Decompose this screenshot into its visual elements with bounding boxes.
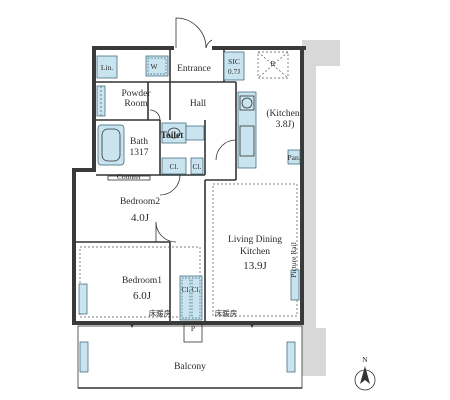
sic-label: SIC bbox=[228, 57, 240, 66]
powder-label-2: Room bbox=[124, 99, 148, 109]
hall-label: Hall bbox=[190, 99, 207, 109]
p-mark: P bbox=[191, 324, 195, 333]
right-shaft-top bbox=[302, 40, 340, 66]
ldk-floorheat-area bbox=[212, 183, 298, 317]
north-label: N bbox=[362, 355, 368, 364]
powder-door bbox=[149, 109, 161, 121]
bedroom2-size: 4.0J bbox=[131, 212, 150, 224]
balcony-area bbox=[77, 325, 303, 389]
bedroom1-window-box bbox=[78, 283, 88, 315]
ldk-label-2: Kitchen bbox=[240, 247, 270, 257]
ldk-size: 13.9J bbox=[243, 260, 267, 272]
entrance-label: Entrance bbox=[177, 64, 211, 74]
washer-space bbox=[145, 55, 169, 77]
bedroom1-closet bbox=[179, 275, 203, 321]
counter-label: Counter bbox=[117, 172, 142, 181]
pipe-box bbox=[183, 323, 203, 343]
balcony-label: Balcony bbox=[174, 362, 206, 372]
bath-size: 1317 bbox=[130, 148, 149, 158]
bedroom2-label: Bedroom2 bbox=[120, 197, 160, 207]
cl-b1-label-b: Cl. bbox=[192, 285, 201, 294]
picture-rail-label: Picture Rail bbox=[289, 242, 298, 278]
balcony-right-box bbox=[286, 341, 296, 373]
kitchen-counter bbox=[237, 91, 257, 169]
counter-shelf bbox=[107, 175, 151, 181]
bedroom2-door bbox=[155, 221, 177, 243]
w-mark: W bbox=[150, 62, 158, 71]
cl-label-small: Cl. bbox=[193, 162, 202, 171]
cl-label-1: Cl. bbox=[170, 162, 179, 171]
north-arrow-icon bbox=[354, 366, 376, 391]
cl-b1-label-a: Cl. bbox=[182, 285, 191, 294]
powder-label: Powder bbox=[121, 89, 151, 99]
lin-label: Lin. bbox=[101, 63, 113, 72]
linen-cabinet bbox=[96, 55, 118, 79]
sic-size: 0.7J bbox=[228, 67, 240, 76]
ldk-window-box bbox=[290, 269, 300, 301]
right-column bbox=[302, 66, 316, 328]
right-shaft-bottom bbox=[302, 328, 326, 376]
pantry-label: Pan. bbox=[287, 153, 300, 162]
sic-small-box bbox=[190, 157, 204, 175]
floorheat-label-1: 床暖房 bbox=[149, 308, 172, 318]
pantry-box bbox=[287, 149, 301, 165]
balcony-left-box bbox=[79, 341, 89, 373]
hall-door bbox=[159, 174, 181, 196]
sic-box bbox=[223, 51, 245, 81]
kitchen-label: (Kitchen bbox=[266, 108, 299, 119]
bathtub bbox=[97, 124, 125, 166]
entrance-door bbox=[175, 17, 207, 49]
outer-walls bbox=[72, 46, 306, 325]
ldk-label-1: Living Dining bbox=[228, 235, 282, 245]
toilet-label: Toilet bbox=[161, 131, 185, 141]
bedroom1-label: Bedroom1 bbox=[122, 276, 162, 286]
bath-label: Bath bbox=[130, 137, 148, 147]
r-mark: R bbox=[270, 59, 275, 68]
bedroom1-floorheat-area bbox=[79, 246, 201, 318]
kitchen-size: 3.8J) bbox=[276, 119, 295, 130]
floorheat-label-2: 床暖房 bbox=[215, 308, 238, 318]
kitchen-door bbox=[215, 139, 237, 161]
cl-small-box bbox=[161, 157, 187, 175]
bedroom1-size: 6.0J bbox=[133, 290, 152, 302]
